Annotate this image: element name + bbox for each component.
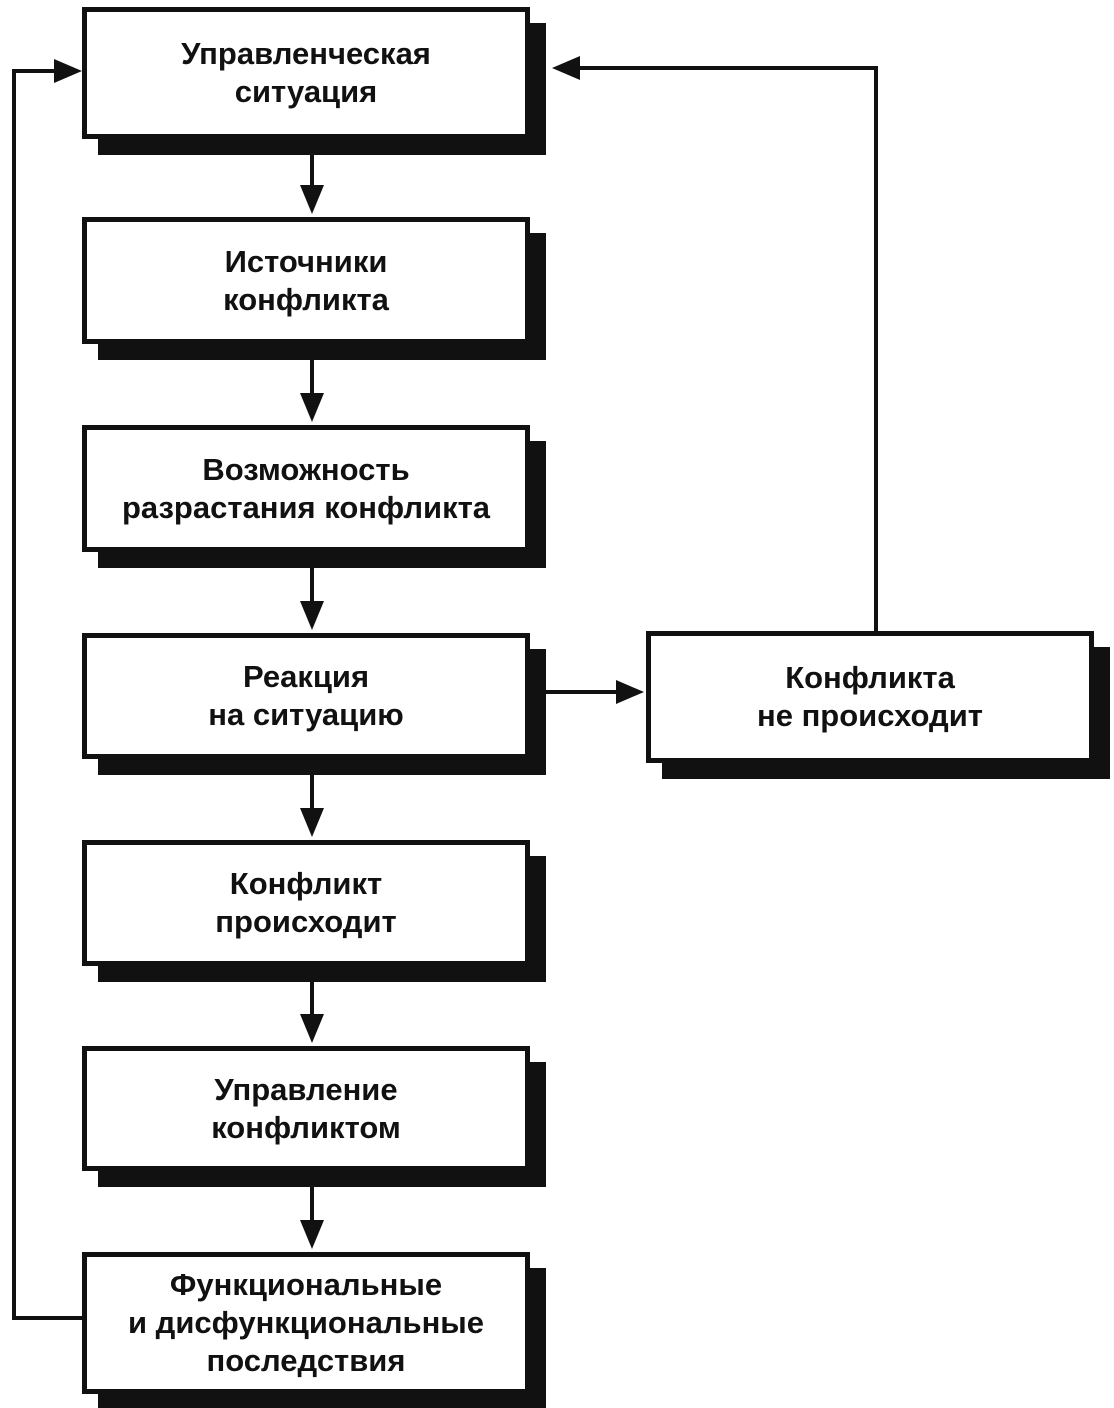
box-conflict-sources: Источники конфликта (82, 217, 530, 344)
box-conflict-management: Управление конфликтом (82, 1046, 530, 1171)
box-label-line: происходит (215, 904, 397, 939)
box-no-conflict: Конфликта не происходит (646, 631, 1094, 763)
box-label-line: разрастания конфликта (121, 489, 491, 525)
box-label-line: Реакция (242, 659, 370, 694)
box-label-line: ситуация (234, 74, 378, 109)
arrow-conflict-to-management (300, 978, 324, 1043)
box-label-line: последствия (206, 1343, 406, 1378)
arrow-reaction-to-no-conflict (546, 680, 644, 704)
box-conflict-occurs: Конфликт происходит (82, 840, 530, 966)
arrow-no-conflict-to-situation (552, 56, 878, 631)
box-reaction: Реакция на ситуацию (82, 633, 530, 759)
box-label-line: не происходит (757, 698, 983, 733)
arrow-consequences-to-situation (12, 59, 82, 1320)
arrow-management-to-consequences (300, 1183, 324, 1249)
box-label-line: конфликтом (211, 1109, 401, 1145)
box-escalation-possibility: Возможность разрастания конфликта (82, 425, 530, 552)
box-management-situation: Управленческая ситуация (82, 7, 530, 139)
box-label-line: Конфликта (785, 660, 955, 695)
box-label-line: Источники (224, 243, 388, 279)
box-label-line: и дисфункциональные (127, 1305, 485, 1340)
box-label-line: Возможность (202, 451, 410, 487)
box-label-line: конфликта (223, 281, 389, 317)
box-label-line: Функциональные (169, 1267, 443, 1302)
arrow-reaction-to-conflict (300, 771, 324, 837)
box-label-line: Управление (214, 1071, 398, 1107)
box-consequences: Функциональные и дисфункциональные после… (82, 1252, 530, 1394)
arrow-sources-to-escalation (300, 355, 324, 422)
box-label-line: Управленческая (181, 36, 431, 71)
box-label-line: Конфликт (229, 866, 383, 901)
arrow-escalation-to-reaction (300, 563, 324, 630)
box-label-line: на ситуацию (208, 697, 404, 732)
arrow-situation-to-sources (300, 150, 324, 214)
